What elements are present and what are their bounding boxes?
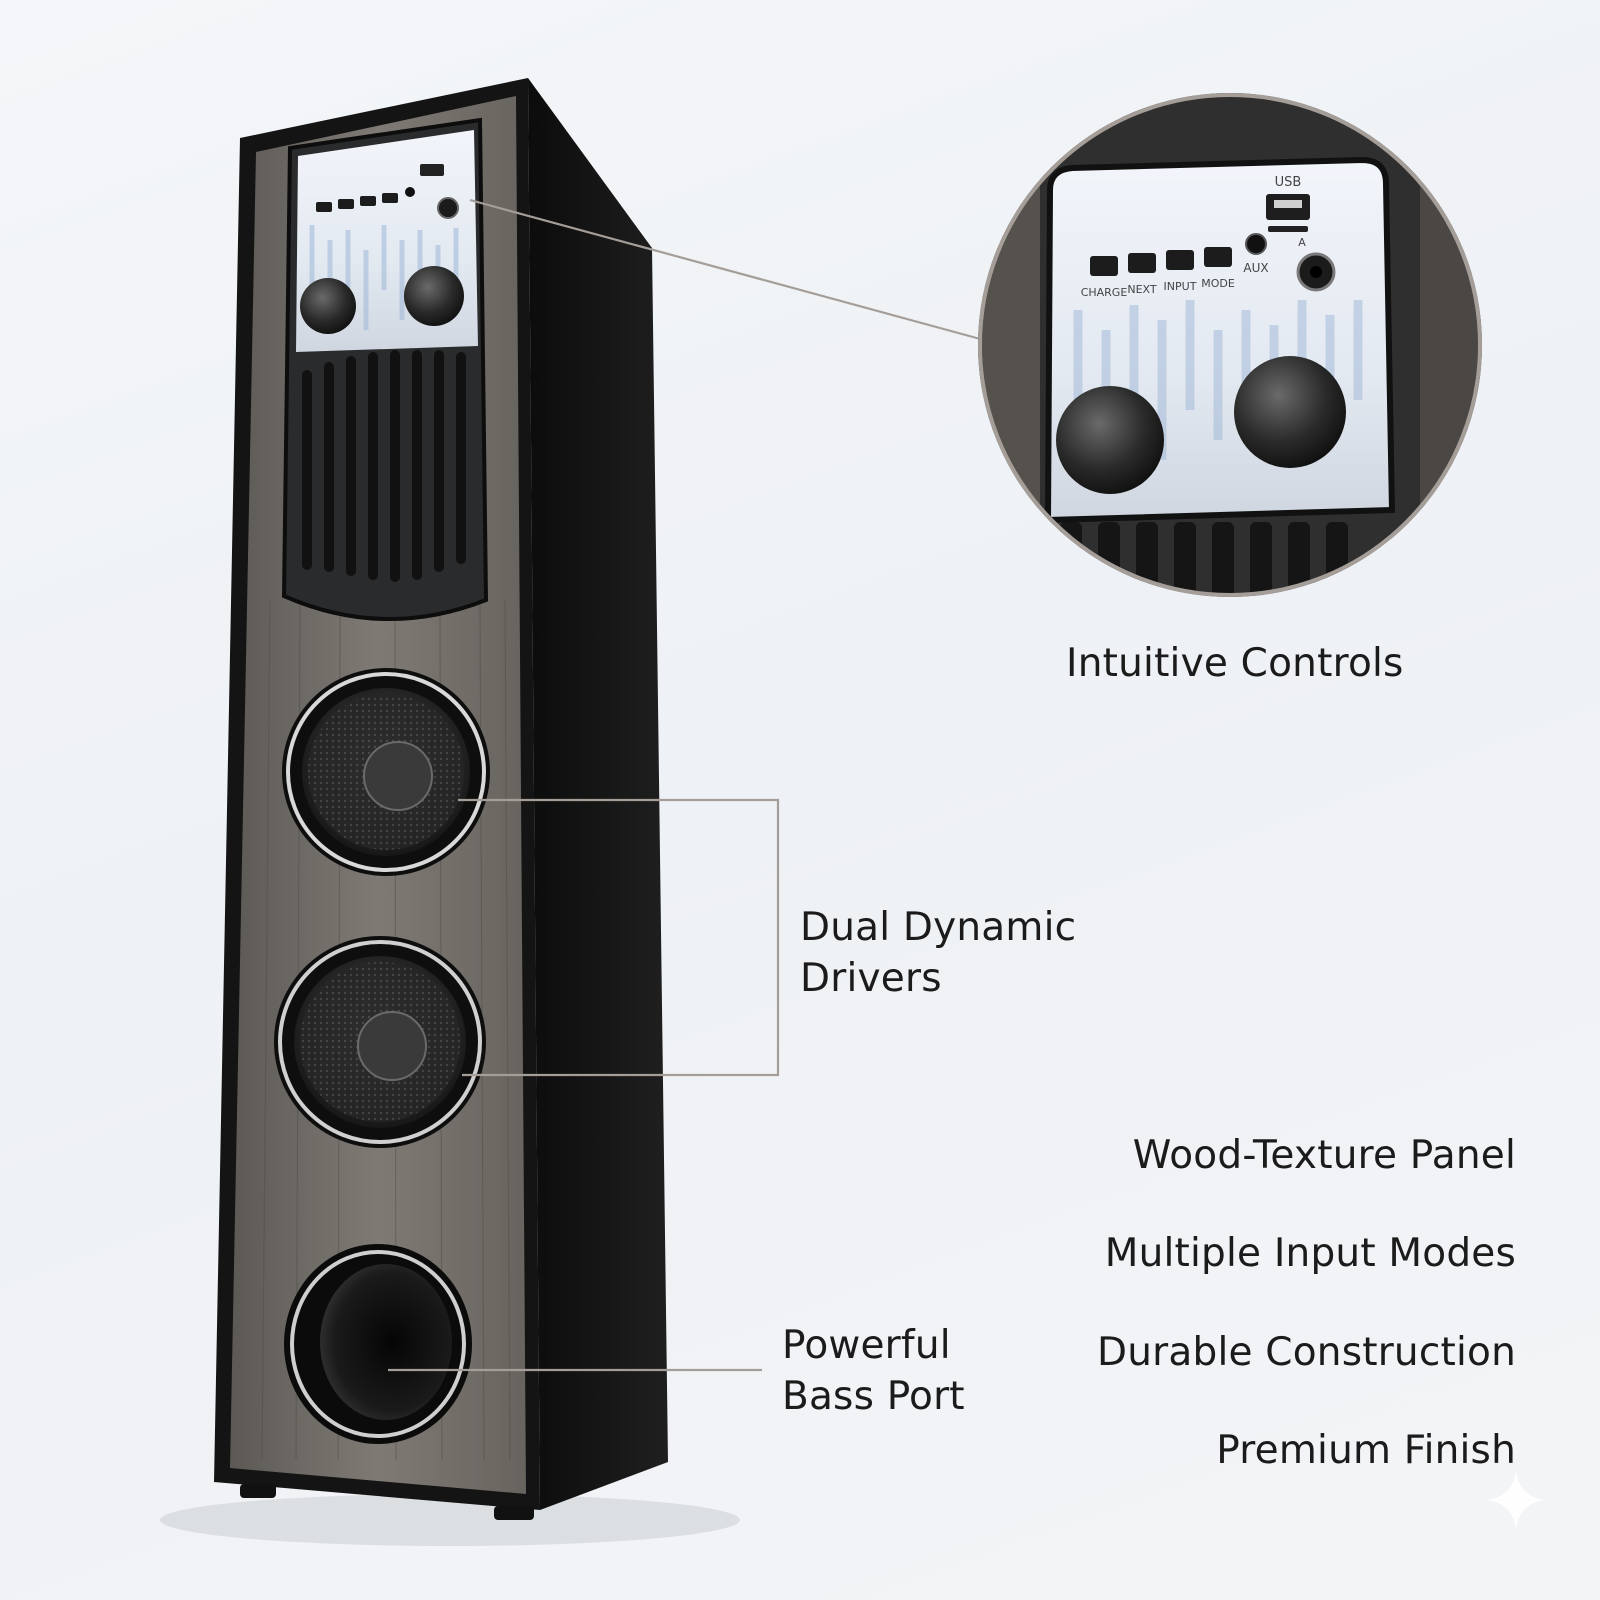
callout-intuitive-controls: Intuitive Controls [1066,641,1404,686]
panel-button-2[interactable] [338,199,354,209]
upper-driver [282,668,490,876]
callout-powerful-bass-port: Powerful Bass Port [782,1320,965,1422]
top-grille [302,350,466,582]
feature-wood-texture-panel: Wood-Texture Panel [1132,1133,1516,1178]
volume-knob[interactable] [300,278,356,334]
bass-port [284,1244,472,1444]
tone-knob[interactable] [404,266,464,326]
panel-button-1[interactable] [316,202,332,212]
zoom-usb-label: USB [1275,175,1302,190]
usb-port-small[interactable] [420,164,444,176]
feature-premium-finish: Premium Finish [1216,1428,1516,1473]
zoom-button-label-1: CHARGE [1081,286,1128,299]
zoom-button-label-3: INPUT [1164,280,1197,293]
zoom-aux-label: AUX [1243,261,1268,275]
leader-drivers [458,798,780,1077]
zoom-button-next[interactable] [1128,253,1156,273]
zoom-button-mode[interactable] [1204,247,1232,267]
zoom-aux-jack[interactable] [1245,233,1267,255]
zoom-button-label-4: MODE [1201,277,1235,290]
aux-jack-small[interactable] [405,187,415,197]
zoom-button-charge[interactable] [1090,256,1118,276]
leader-controls [469,198,985,342]
panel-button-4[interactable] [382,193,398,203]
feature-multiple-input-modes: Multiple Input Modes [1104,1231,1516,1276]
sparkle-icon [1486,1470,1546,1530]
callout-drivers-line-1: Dual Dynamic [800,905,1077,950]
lower-driver [274,936,486,1148]
callout-bass-line-1: Powerful [782,1323,951,1368]
floor-shadow [160,1494,740,1546]
zoom-button-input[interactable] [1166,250,1194,270]
callout-bass-line-2: Bass Port [782,1374,965,1419]
zoom-jack-marker: A [1298,236,1306,249]
speaker-side-panel [528,78,668,1510]
feature-durable-construction: Durable Construction [1097,1330,1516,1375]
panel-button-3[interactable] [360,196,376,206]
callout-dual-dynamic-drivers: Dual Dynamic Drivers [800,902,1076,1004]
mic-jack-small[interactable] [437,197,459,219]
zoom-tone-knob[interactable] [1234,356,1346,468]
speaker-foot-right [494,1506,534,1520]
leader-lines [388,198,985,1372]
zoom-button-label-2: NEXT [1127,283,1157,296]
callout-drivers-line-2: Drivers [800,956,942,1001]
controls-zoom-inset: CHARGE NEXT INPUT MODE AUX USB A [978,93,1482,597]
speaker-foot-left [240,1484,276,1498]
zoom-volume-knob[interactable] [1056,386,1164,494]
